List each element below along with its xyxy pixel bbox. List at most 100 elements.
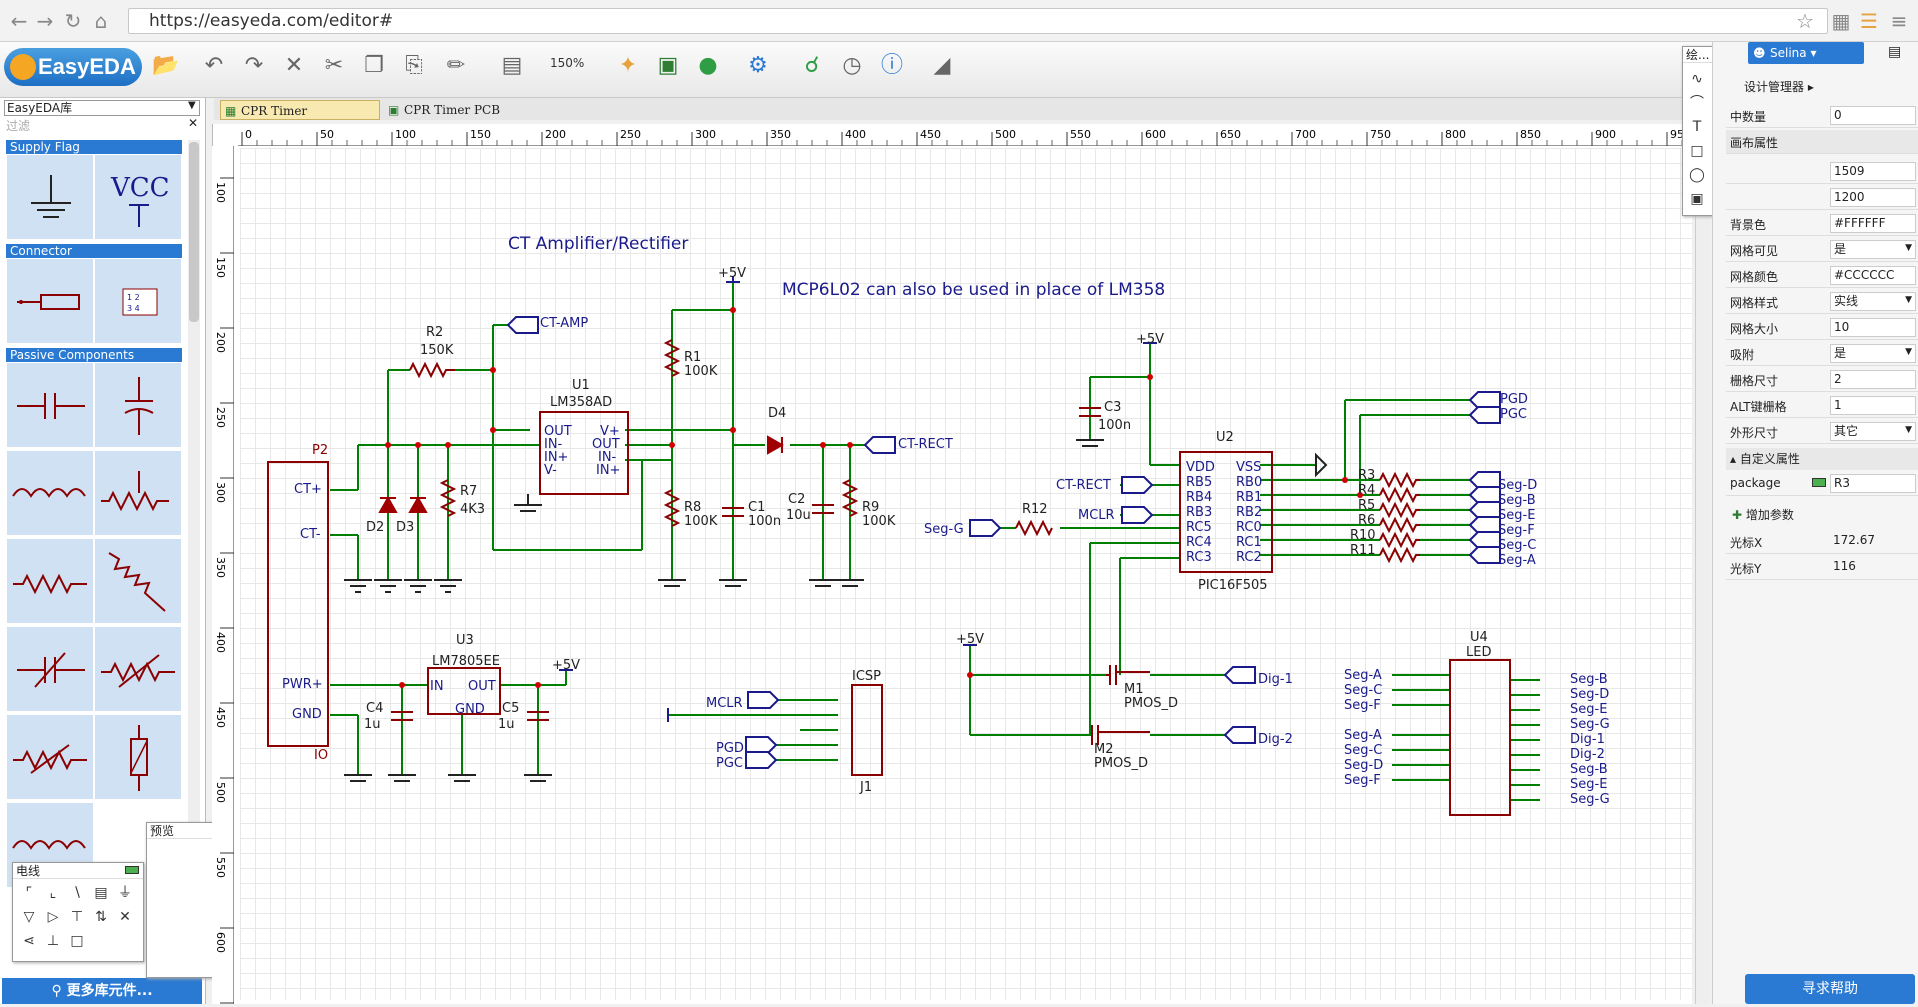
net-label-u1-vp[interactable]: V+ (600, 424, 620, 439)
wire-icon[interactable]: ⌜ (25, 885, 33, 901)
u4-right-net[interactable]: Dig-2 (1570, 747, 1605, 762)
r2-resistor[interactable] (409, 361, 455, 379)
net-label-r5[interactable]: R5 (1358, 498, 1376, 513)
pin-icon[interactable]: ⊥ (46, 933, 60, 949)
net-label-r4[interactable]: R4 (1358, 483, 1376, 498)
net-label-r6[interactable]: R6 (1358, 513, 1376, 528)
net-label-c3[interactable]: C3 (1104, 400, 1122, 415)
property-value[interactable]: 是 (1830, 344, 1916, 363)
polyline-icon[interactable]: ∿ (1691, 71, 1703, 87)
add-param-button[interactable]: ✚ 增加参数 (1732, 508, 1794, 522)
net-label-seg-d[interactable]: Seg-D (1498, 478, 1538, 493)
net-label-ct-minus[interactable]: CT- (300, 527, 321, 542)
net-label-r11[interactable]: R11 (1350, 543, 1376, 558)
r12-resistor[interactable] (1015, 519, 1053, 537)
u4-left-net[interactable]: Seg-A (1344, 728, 1382, 743)
u4-left-net[interactable]: Seg-C (1344, 743, 1383, 758)
find-help-button[interactable]: 寻求帮助 (1745, 974, 1915, 1004)
more-library-button[interactable]: ⚲ 更多库元件... (2, 978, 202, 1004)
polar-capacitor-symbol[interactable] (94, 362, 182, 448)
net-label-r2[interactable]: R2 (426, 325, 444, 340)
net-label-u2-rc3[interactable]: RC3 (1186, 550, 1212, 565)
net-label-u2-vss[interactable]: VSS (1236, 460, 1262, 475)
net-label-r2v[interactable]: 150K (420, 343, 454, 358)
theme-toggle-icon[interactable]: ◢ (933, 53, 951, 78)
net-label-u3-out[interactable]: OUT (468, 679, 496, 694)
easyeda-logo[interactable]: EasyEDA (4, 48, 142, 86)
library-filter-input[interactable]: 过滤 (6, 119, 31, 133)
redo-icon[interactable]: ↷ (244, 53, 264, 78)
custom-attr-title[interactable]: ▴ 自定义属性 (1726, 448, 1918, 470)
home-icon[interactable]: ⌂ (94, 9, 108, 33)
net-label-u3[interactable]: U3 (456, 633, 474, 648)
net-label-r10[interactable]: R10 (1350, 528, 1376, 543)
layout-icon[interactable]: ▤ (1888, 44, 1902, 60)
no-connect-icon[interactable]: ✕ (119, 909, 131, 925)
voltage-probe-icon[interactable]: ⇅ (95, 909, 107, 925)
close-icon[interactable]: ✕ (188, 116, 199, 130)
ground-symbol[interactable] (6, 154, 94, 240)
extension-icon[interactable]: ▦ (1831, 9, 1851, 33)
net-label-pgc[interactable]: PGC (1500, 407, 1527, 422)
net-label-u2-rc1[interactable]: RC1 (1236, 535, 1262, 550)
net-label-u1-vm[interactable]: V- (544, 463, 557, 478)
net-label-d2[interactable]: D2 (366, 520, 385, 535)
net-label-u2-rb4[interactable]: RB4 (1186, 490, 1213, 505)
net-label-c5[interactable]: C5 (502, 701, 520, 716)
potentiometer-symbol[interactable] (94, 450, 182, 536)
net-label-p5v[interactable]: +5V (718, 266, 747, 281)
net-label-p2[interactable]: P2 (312, 443, 329, 458)
share-icon[interactable]: ☌ (804, 53, 820, 78)
net-label-u4p[interactable]: LED (1466, 645, 1492, 660)
net-label-r9v[interactable]: 100K (862, 514, 896, 529)
category-supply-flag[interactable]: Supply Flag (6, 140, 182, 154)
net-label-u1-inp[interactable]: IN+ (544, 450, 569, 465)
open-folder-icon[interactable]: 📂 (152, 53, 180, 78)
net-label-io[interactable]: IO (314, 748, 329, 763)
u4-led-display[interactable] (1449, 659, 1511, 816)
delete-icon[interactable]: ✕ (284, 53, 304, 78)
net-label-u2-rc4[interactable]: RC4 (1186, 535, 1212, 550)
u4-right-net[interactable]: Seg-B (1570, 672, 1608, 687)
r8-resistor[interactable] (663, 489, 681, 527)
wire-panel-title[interactable]: 电线 (13, 863, 143, 879)
net-label-ct-plus[interactable]: CT+ (294, 482, 322, 497)
net-label-u2-vdd[interactable]: VDD (1186, 460, 1215, 475)
resistor-symbol[interactable] (6, 538, 94, 624)
property-value[interactable]: 1 (1830, 396, 1916, 415)
net-label-pgc[interactable]: PGC (716, 756, 743, 771)
u4-right-net[interactable]: Seg-E (1570, 702, 1608, 717)
net-label-m2p[interactable]: PMOS_D (1094, 756, 1149, 771)
connector-1pin[interactable] (6, 258, 94, 344)
property-value[interactable]: 实线 (1830, 292, 1916, 311)
format-painter-icon[interactable]: ✏ (446, 53, 466, 78)
u4-left-net[interactable]: Seg-D (1344, 758, 1384, 773)
net-label-r7v[interactable]: 4K3 (460, 502, 486, 517)
net-label-u2p[interactable]: PIC16F505 (1198, 578, 1268, 593)
net-label-c5v[interactable]: 1u (498, 717, 515, 732)
history-icon[interactable]: ◷ (842, 53, 862, 78)
net-label-seg-a[interactable]: Seg-A (1498, 553, 1536, 568)
user-menu-button[interactable]: ☻Selina ▾ (1748, 42, 1864, 64)
net-label-u2[interactable]: U2 (1216, 430, 1234, 445)
net-label-ct-rect[interactable]: CT-RECT (1056, 478, 1111, 493)
net-label-u1p[interactable]: LM358AD (550, 395, 613, 410)
property-value[interactable]: 是 (1830, 240, 1916, 259)
netlabel-icon[interactable]: ▤ (94, 885, 108, 901)
ground-tool-icon[interactable]: ⏚ (118, 885, 132, 901)
net-label-mclr[interactable]: MCLR (1078, 508, 1115, 523)
net-label-c1v[interactable]: 100n (748, 514, 782, 529)
select-box-icon[interactable]: □ (70, 933, 84, 949)
u4-right-net[interactable]: Seg-D (1570, 687, 1610, 702)
net-label-dig2[interactable]: Dig-2 (1258, 732, 1293, 747)
net-label-ct-amp[interactable]: CT-AMP (540, 316, 589, 331)
net-label-u2-rb5[interactable]: RB5 (1186, 475, 1213, 490)
net-label-u2-rb1[interactable]: RB1 (1236, 490, 1263, 505)
net-label-seg-c[interactable]: Seg-C (1498, 538, 1537, 553)
netport-icon[interactable]: ▽ (23, 909, 35, 925)
thermistor-symbol[interactable] (6, 714, 94, 800)
net-label-m1[interactable]: M1 (1124, 682, 1144, 697)
net-label-c2v[interactable]: 10u (786, 508, 811, 523)
u4-right-net[interactable]: Dig-1 (1570, 732, 1605, 747)
property-value[interactable]: 10 (1830, 318, 1916, 337)
